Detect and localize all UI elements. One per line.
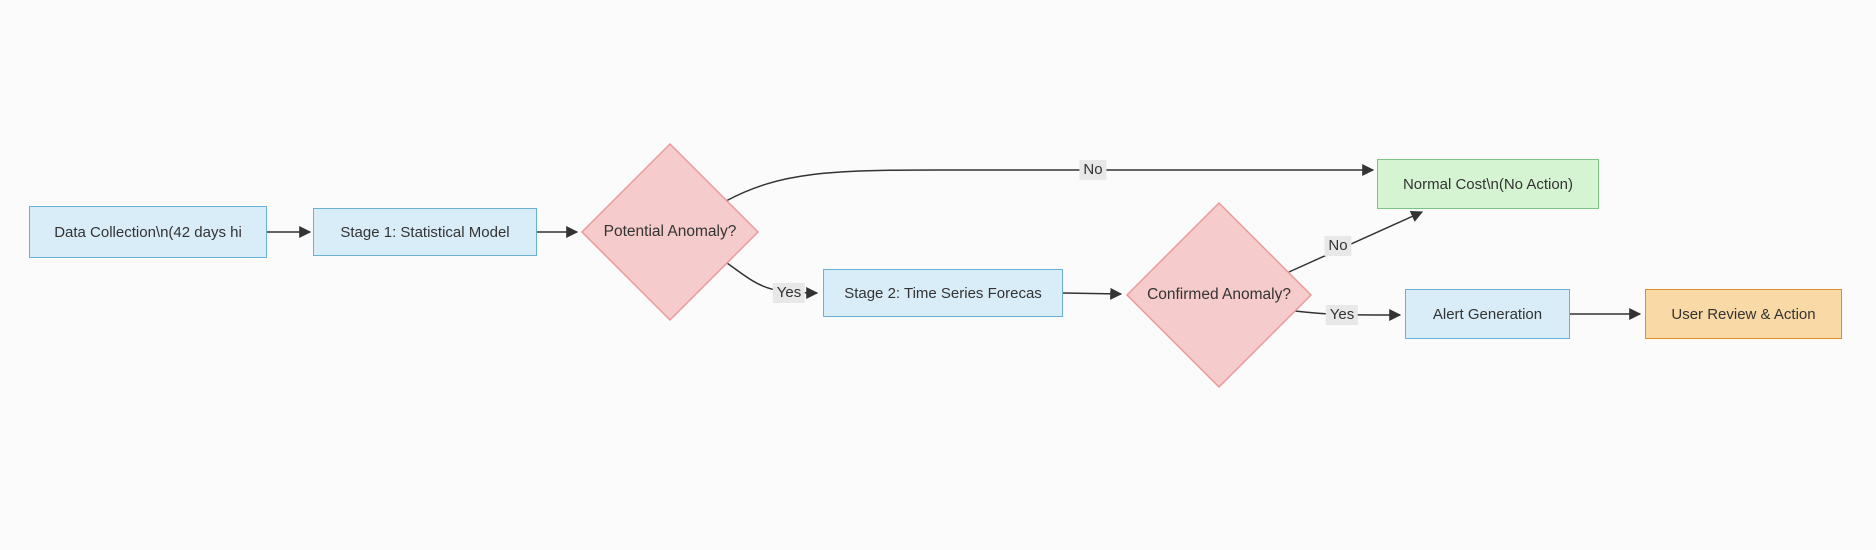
node-normal-cost: Normal Cost\n(No Action)	[1377, 159, 1599, 209]
edge-confirmed-anomaly-no-to-normal-cost	[1288, 210, 1424, 273]
node-user-review-action: User Review & Action	[1645, 289, 1842, 339]
edge-label-no-potential-anomaly: No	[1079, 160, 1107, 180]
edge-stage2-to-confirmed-anomaly	[1062, 287, 1123, 300]
node-user-review-label: User Review & Action	[1671, 305, 1816, 323]
node-stage1-statistical-model: Stage 1: Statistical Model	[313, 208, 537, 256]
node-alert-generation: Alert Generation	[1405, 289, 1570, 339]
node-stage1-label: Stage 1: Statistical Model	[340, 223, 510, 241]
edge-label-no-confirmed-anomaly: No	[1324, 236, 1352, 256]
node-alert-generation-label: Alert Generation	[1432, 305, 1543, 323]
edge-potential-anomaly-no-to-normal-cost	[725, 164, 1375, 202]
node-normal-cost-label: Normal Cost\n(No Action)	[1402, 175, 1574, 193]
decision-potential-anomaly-shape	[580, 142, 760, 322]
node-stage2-forecast: Stage 2: Time Series Forecas	[823, 269, 1063, 317]
edge-label-yes-potential-anomaly: Yes	[772, 283, 806, 303]
node-data-collection: Data Collection\n(42 days hi	[29, 206, 267, 258]
node-data-collection-label: Data Collection\n(42 days hi	[54, 223, 242, 241]
decision-confirmed-anomaly-shape	[1125, 201, 1313, 389]
edge-label-yes-confirmed-anomaly: Yes	[1325, 305, 1359, 325]
node-stage2-label: Stage 2: Time Series Forecas	[844, 284, 1042, 302]
